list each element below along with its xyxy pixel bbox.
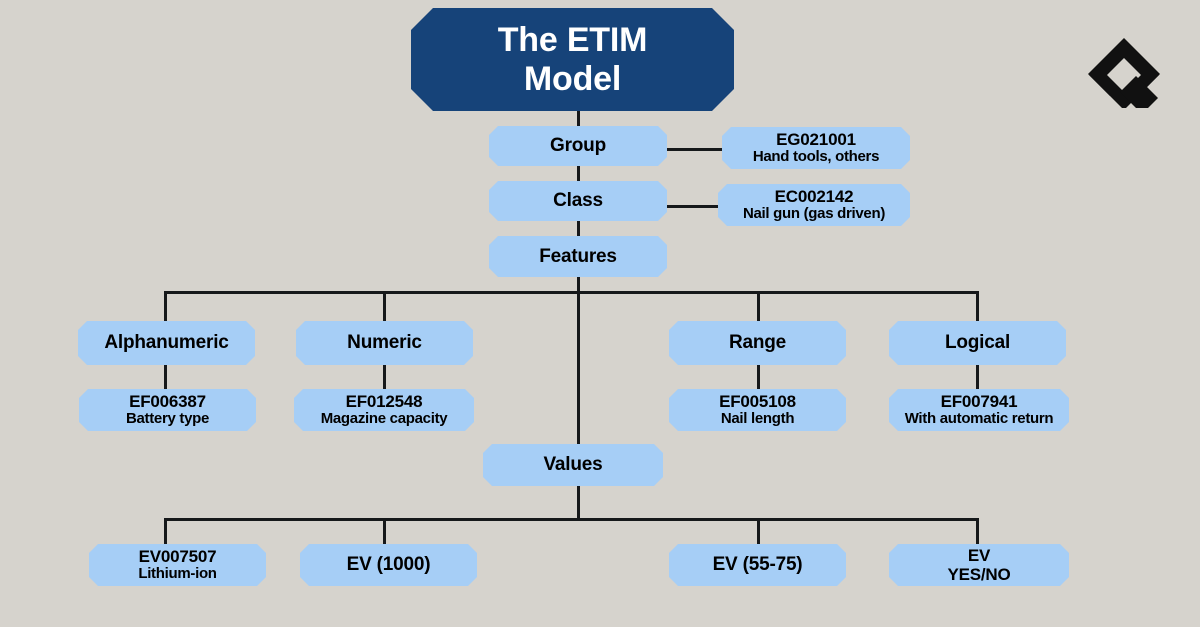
node-feature-code-logical[interactable]: EF007941 With automatic return [889,389,1069,431]
feature-logical-label: Logical [944,332,1011,354]
diagram-title-box: The ETIM Model [411,8,734,111]
node-feature-logical[interactable]: Logical [889,321,1066,365]
feature-bus-horizontal [164,291,979,294]
value-drop-2 [383,518,386,544]
node-group-label: Group [550,135,606,157]
feature-range-label: Range [728,332,787,354]
connector-group-to-class [577,165,580,181]
diamond-q-logo [1086,36,1162,114]
feature-numeric-description: Magazine capacity [320,410,448,428]
value-drop-3 [757,518,760,544]
class-example-description: Nail gun (gas driven) [742,205,886,223]
connector-group-to-example [667,148,723,151]
node-feature-code-numeric[interactable]: EF012548 Magazine capacity [294,389,474,431]
connector-title-to-group [577,111,580,126]
node-feature-range[interactable]: Range [669,321,846,365]
feature-drop-logical [976,291,979,321]
node-value-4[interactable]: EV YES/NO [889,544,1069,586]
feature-alphanumeric-label: Alphanumeric [104,332,229,354]
node-value-3[interactable]: EV (55-75) [669,544,846,586]
node-value-1[interactable]: EV007507 Lithium-ion [89,544,266,586]
node-values[interactable]: Values [483,444,663,486]
value-4-description: YES/NO [947,565,1011,584]
group-example-code: EG021001 [776,130,856,150]
node-features[interactable]: Features [489,236,667,277]
feature-logical-code: EF007941 [940,392,1018,412]
feature-numeric-code: EF012548 [345,392,423,412]
class-example-code: EC002142 [774,187,854,207]
node-class-label: Class [553,190,603,212]
feature-logical-description: With automatic return [904,410,1054,428]
connector-class-to-example [667,205,723,208]
node-feature-numeric[interactable]: Numeric [296,321,473,365]
node-feature-code-range[interactable]: EF005108 Nail length [669,389,846,431]
feature-drop-alphanumeric [164,291,167,321]
node-class[interactable]: Class [489,181,667,221]
page-title: The ETIM Model [497,21,648,98]
feature-range-code: EF005108 [719,392,796,412]
connector-numeric-to-code [383,365,386,389]
connector-logical-to-code [976,365,979,389]
connector-range-to-code [757,365,760,389]
node-feature-alphanumeric[interactable]: Alphanumeric [78,321,255,365]
node-group-example[interactable]: EG021001 Hand tools, others [722,127,910,169]
value-3-code: EV (55-75) [712,554,803,576]
feature-alphanumeric-description: Battery type [125,410,210,428]
connector-class-to-features [577,220,580,236]
connector-values-to-bus [577,486,580,520]
node-value-2[interactable]: EV (1000) [300,544,477,586]
feature-drop-range [757,291,760,321]
value-1-description: Lithium-ion [138,565,217,583]
node-class-example[interactable]: EC002142 Nail gun (gas driven) [718,184,910,226]
connector-features-to-bus [577,277,580,293]
connector-alphanumeric-to-code [164,365,167,389]
value-4-code: EV [967,545,991,565]
feature-drop-numeric [383,291,386,321]
value-2-code: EV (1000) [346,554,431,576]
node-features-label: Features [539,245,617,267]
group-example-description: Hand tools, others [752,148,880,166]
values-bus-horizontal [164,518,979,521]
feature-numeric-label: Numeric [347,332,422,354]
feature-range-description: Nail length [720,410,795,428]
value-1-code: EV007507 [138,547,217,567]
node-group[interactable]: Group [489,126,667,166]
connector-bus-to-values [577,291,580,444]
value-drop-4 [976,518,979,544]
node-feature-code-alphanumeric[interactable]: EF006387 Battery type [79,389,256,431]
feature-alphanumeric-code: EF006387 [129,392,206,412]
value-drop-1 [164,518,167,544]
node-values-label: Values [543,454,603,476]
